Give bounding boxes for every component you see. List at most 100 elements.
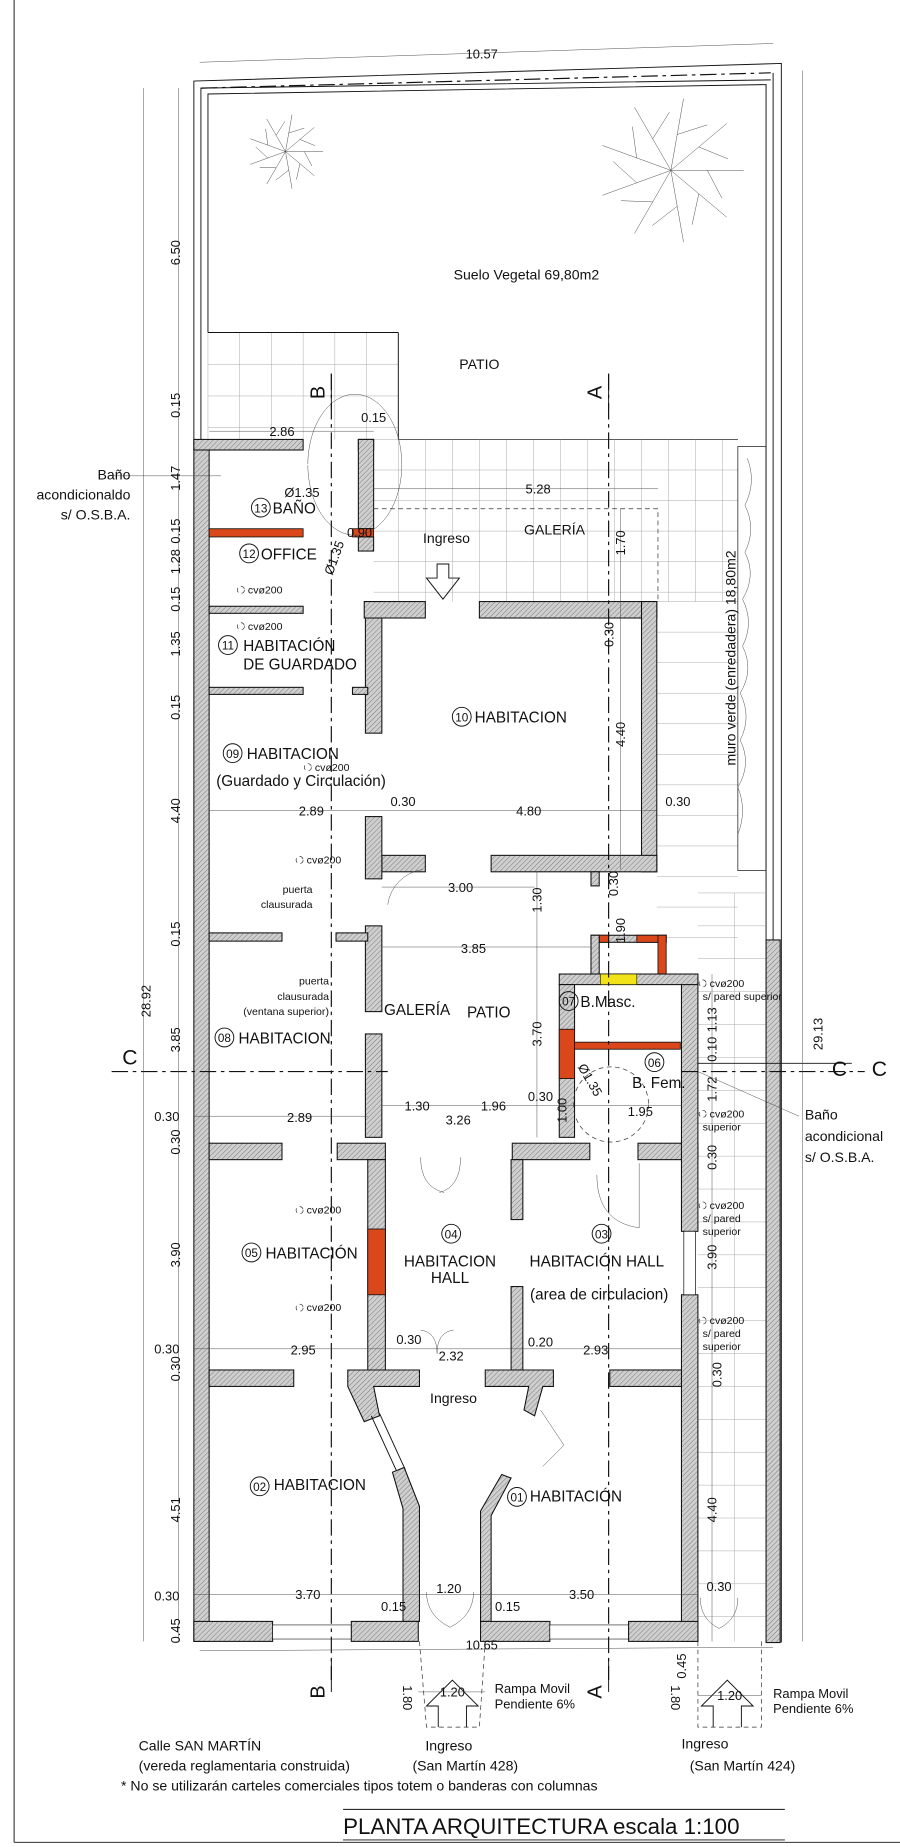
- vent-icon: [698, 979, 707, 988]
- section-marker-c: C: [122, 1046, 137, 1069]
- door-note: puerta: [283, 884, 313, 896]
- vent-note: s/ pared: [703, 1213, 741, 1225]
- room-number: 05: [245, 1247, 259, 1260]
- room-name: B. Fem.: [632, 1075, 685, 1092]
- dimension-label: 1.13: [705, 1007, 720, 1032]
- dimension-label: 4.80: [516, 803, 541, 818]
- room-number-circle: [451, 706, 472, 727]
- dimension-label: 29.13: [810, 1018, 825, 1050]
- room-number: 12: [243, 548, 256, 561]
- vent-icon: [303, 763, 312, 772]
- entrance-label: Ingreso: [430, 1390, 477, 1406]
- tree-icon: [602, 98, 744, 243]
- dimension-label: 0.15: [168, 587, 183, 612]
- green-wall: [737, 446, 767, 871]
- gallery-label: GALERÍA: [524, 522, 586, 538]
- dimension-label: 1.20: [436, 1581, 461, 1596]
- vent-icon: [698, 1316, 707, 1325]
- ramp-label: Rampa Movil: [773, 1686, 848, 1701]
- dimension-label: 1.30: [530, 887, 545, 912]
- dimension-label: 0.15: [381, 1599, 406, 1614]
- dimension-label: 3.90: [168, 1242, 183, 1267]
- dimension-label: 1.80: [668, 1685, 683, 1710]
- room-number-circle: [644, 1052, 665, 1073]
- vent-note: superior: [703, 1226, 742, 1238]
- vent-note: s/ pared superior: [703, 991, 783, 1003]
- dimension-label: 4.40: [705, 1497, 720, 1522]
- accessible-bathroom-note: acondicionaldo: [36, 486, 130, 502]
- dimension-label: 0.30: [709, 1362, 724, 1387]
- dimension-label: Ø1.35: [575, 1061, 606, 1099]
- dimension-label: 0.15: [495, 1599, 520, 1614]
- street-label: Calle SAN MARTÍN: [139, 1738, 262, 1754]
- dimension-label: 1.35: [168, 631, 183, 656]
- accessible-bathroom-note: acondicional: [805, 1128, 883, 1144]
- room-name-secondary: (Guardado y Circulación): [216, 773, 386, 790]
- street-label: (vereda reglamentaria construida): [139, 1758, 350, 1774]
- paving-grid: [207, 332, 767, 1642]
- dimension-label: 0.30: [154, 1342, 179, 1357]
- room-number: 02: [253, 1481, 266, 1494]
- accessible-bathroom-note: Baño: [98, 466, 131, 482]
- vent-icon: [236, 622, 245, 631]
- garden-area-label: Suelo Vegetal 69,80m2: [454, 267, 600, 283]
- room-name: HABITACIÓN: [266, 1245, 358, 1262]
- ramp-label: Pendiente 6%: [495, 1696, 576, 1711]
- tree-icon: [250, 114, 324, 189]
- green-wall-label: muro verde (enredadera) 18,80m2: [723, 550, 739, 765]
- dimension-label: 28.92: [138, 985, 153, 1017]
- ramp-label: Rampa Movil: [495, 1681, 570, 1696]
- dimension-label: 0.15: [168, 393, 183, 418]
- vent-icon: [236, 585, 245, 594]
- section-marker-a: A: [585, 385, 607, 399]
- dimension-label: 4.40: [613, 722, 628, 747]
- dimension-label: 10.57: [466, 47, 498, 62]
- dimension-label: 0.30: [528, 1089, 553, 1104]
- dimension-label: 3.50: [569, 1587, 594, 1602]
- dimension-label: 1.96: [481, 1098, 506, 1113]
- sheet-frame: [13, 0, 900, 1843]
- room-name: HABITACIÓN: [530, 1489, 622, 1506]
- vent-note: superior: [703, 1121, 742, 1133]
- room-number-circle: [558, 991, 579, 1011]
- dimension-label: 2.32: [439, 1349, 464, 1364]
- room-name: HABITACION: [247, 746, 339, 763]
- room-number: 13: [254, 502, 268, 515]
- vent-label: cvø200: [710, 978, 745, 990]
- vent-icon: [295, 856, 304, 864]
- room-number-circle: [241, 1242, 262, 1263]
- room-number: 06: [648, 1057, 662, 1070]
- room-name: HABITACION: [404, 1254, 496, 1271]
- dimension-label: 0.30: [606, 871, 621, 896]
- ramp-label: Pendiente 6%: [773, 1701, 854, 1716]
- room-name: HABITACION: [274, 1477, 366, 1494]
- dimension-label: 0.15: [168, 519, 183, 544]
- room-name: BAÑO: [273, 500, 316, 517]
- accessible-bathroom-note: s/ O.S.B.A.: [61, 506, 131, 522]
- dimension-label: 3.70: [295, 1587, 320, 1602]
- dimension-label: 0.15: [361, 410, 386, 425]
- vent-icon: [698, 1201, 707, 1210]
- dimension-label: 3.85: [168, 1027, 183, 1052]
- door-note: puerta: [299, 976, 329, 988]
- section-marker-c: C: [832, 1058, 847, 1081]
- room-name: HABITACIÓN HALL: [530, 1254, 665, 1271]
- entrance-label: Ingreso: [425, 1738, 472, 1754]
- room-number-circle: [507, 1486, 527, 1507]
- vent-label: cvø200: [248, 621, 283, 633]
- gallery-label: GALERÍA: [384, 1002, 451, 1019]
- dimension-label: 0.30: [705, 1145, 720, 1170]
- dimension-label: 4.40: [168, 798, 183, 823]
- dimension-label: 0.30: [390, 794, 415, 809]
- dimension-label: 2.86: [269, 424, 294, 439]
- ramp-icon: [419, 1641, 486, 1728]
- dimension-label: 2.89: [299, 803, 324, 818]
- room-name: HABITACION: [239, 1030, 331, 1047]
- annotations-geometry: [307, 393, 762, 1728]
- dimension-label: 0.45: [674, 1653, 689, 1678]
- room-number-circle: [222, 743, 243, 764]
- dimension-label: 2.95: [291, 1343, 316, 1358]
- dimension-label: 0.30: [665, 794, 690, 809]
- section-marker-b: B: [307, 386, 329, 399]
